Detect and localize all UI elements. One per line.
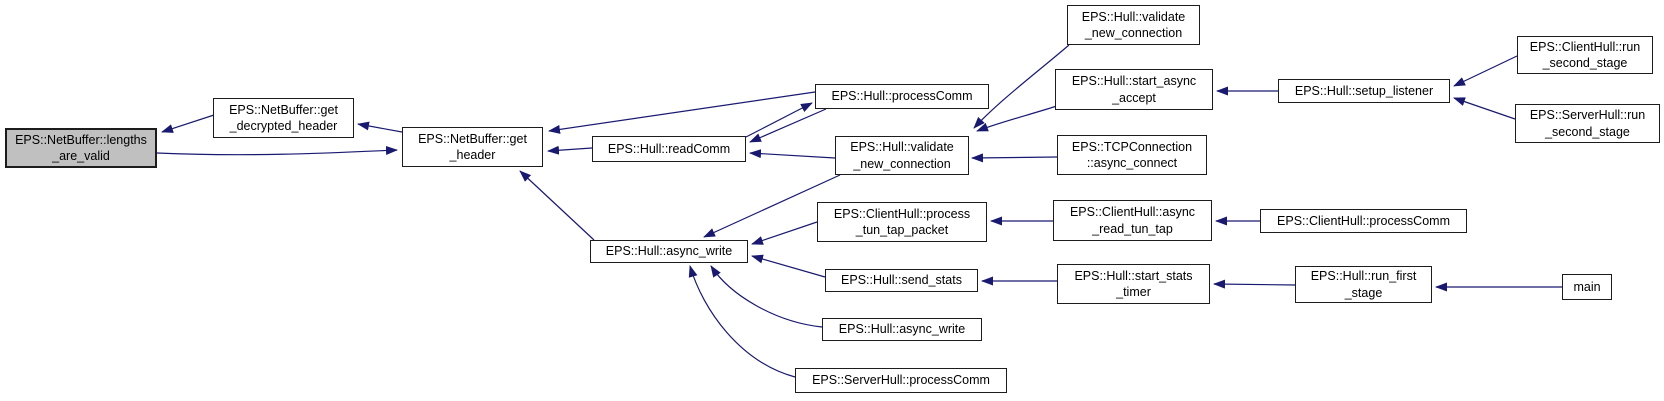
node-clienthull-process-tun-tap-packet[interactable]: EPS::ClientHull::process _tun_tap_packet xyxy=(817,202,987,242)
edge-async_write_overload-to-async_write xyxy=(710,265,823,328)
edge-serverhull_run_second_stage-to-setup_listener xyxy=(1453,97,1516,120)
node-hull-send-stats[interactable]: EPS::Hull::send_stats xyxy=(825,269,978,292)
node-hull-run-first-stage[interactable]: EPS::Hull::run_first _stage xyxy=(1295,266,1432,303)
node-hull-readcomm[interactable]: EPS::Hull::readComm xyxy=(592,136,746,162)
edge-validate_new_connection_top-to-validate_new_connection xyxy=(973,44,1070,129)
node-hull-setup-listener[interactable]: EPS::Hull::setup_listener xyxy=(1278,79,1450,103)
edge-start_async_accept-to-validate_new_connection xyxy=(976,105,1058,132)
edge-lengths_are_valid-to-get_header xyxy=(156,145,398,156)
edge-clienthull_run_second_stage-to-setup_listener xyxy=(1453,55,1518,87)
edge-send_stats-to-async_write xyxy=(751,254,826,278)
node-clienthull-async-read-tun-tap[interactable]: EPS::ClientHull::async _read_tun_tap xyxy=(1053,200,1212,241)
edge-run_first_stage-to-start_stats_timer xyxy=(1213,279,1296,289)
node-hull-validate-new-connection[interactable]: EPS::Hull::validate _new_connection xyxy=(835,136,969,175)
node-hull-start-async-accept[interactable]: EPS::Hull::start_async _accept xyxy=(1055,69,1213,110)
edge-readComm-to-get_header xyxy=(547,145,593,155)
edge-readComm-to-processComm xyxy=(745,102,813,138)
edge-serverhull_processComm-to-async_write xyxy=(688,265,796,378)
node-hull-start-stats-timer[interactable]: EPS::Hull::start_stats _timer xyxy=(1057,264,1210,304)
edge-process_tun_tap_packet-to-async_write xyxy=(751,221,818,245)
node-hull-validate-new-connection-top[interactable]: EPS::Hull::validate _new_connection xyxy=(1067,5,1200,45)
edge-get_decrypted_header-to-lengths_are_valid xyxy=(161,114,215,133)
node-netbuffer-lengths-are-valid: EPS::NetBuffer::lengths _are_valid xyxy=(5,128,157,168)
node-netbuffer-get-header[interactable]: EPS::NetBuffer::get _header xyxy=(402,127,543,167)
edge-processComm-to-get_header xyxy=(548,91,816,134)
node-main[interactable]: main xyxy=(1562,274,1612,300)
edge-validate_new_connection-to-async_write xyxy=(703,174,841,238)
node-serverhull-run-second-stage[interactable]: EPS::ServerHull::run _second_stage xyxy=(1515,104,1660,143)
node-hull-processcomm[interactable]: EPS::Hull::processComm xyxy=(815,84,989,109)
edge-get_header-to-get_decrypted_header xyxy=(357,121,403,133)
edge-tcp_async_connect-to-validate_new_connection xyxy=(971,153,1058,163)
node-tcpconnection-async-connect[interactable]: EPS::TCPConnection ::async_connect xyxy=(1057,135,1207,175)
node-hull-async-write[interactable]: EPS::Hull::async_write xyxy=(590,240,748,263)
node-serverhull-processcomm[interactable]: EPS::ServerHull::processComm xyxy=(795,368,1007,393)
node-netbuffer-get-decrypted-header[interactable]: EPS::NetBuffer::get _decrypted_header xyxy=(213,98,354,138)
edge-async_write-to-get_header xyxy=(519,170,595,241)
node-clienthull-processcomm[interactable]: EPS::ClientHull::processComm xyxy=(1260,209,1467,233)
node-hull-async-write-overload[interactable]: EPS::Hull::async_write xyxy=(822,318,982,341)
edge-processComm-to-readComm xyxy=(749,108,827,143)
edge-validate_new_connection-to-readComm xyxy=(749,149,836,159)
node-clienthull-run-second-stage[interactable]: EPS::ClientHull::run _second_stage xyxy=(1517,36,1653,74)
